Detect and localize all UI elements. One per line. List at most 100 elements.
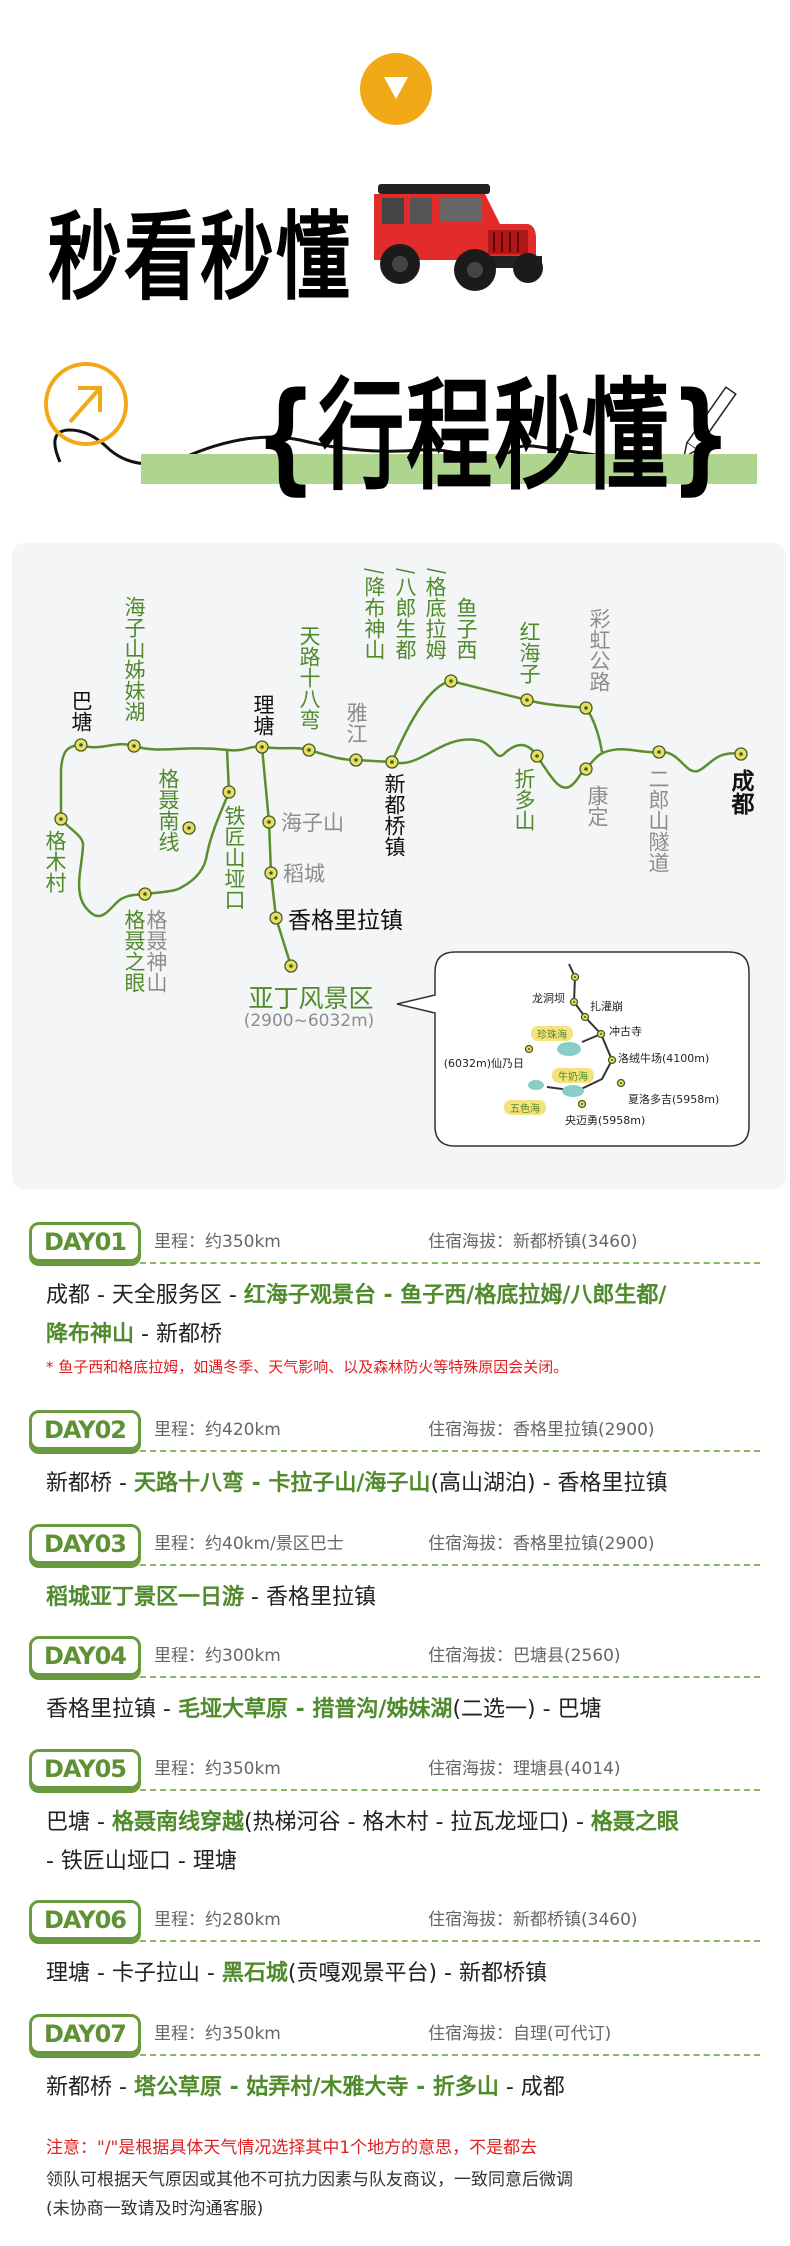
map-label: 亚丁风景区: [248, 984, 374, 1013]
lake-label: 牛奶海: [558, 1070, 588, 1083]
divider: [140, 1940, 760, 1942]
pen-icon: [682, 386, 737, 460]
day-accommodation: 住宿海拔：新都桥镇(3460): [428, 1232, 638, 1252]
inset-label: 龙洞坝: [532, 991, 565, 1005]
map-label: 海子山: [281, 811, 344, 835]
map-labels: 巴塘海子山姊妹湖理塘天路十八弯雅江降布神山八郎生都格底拉姆鱼子西红海子彩虹公路新…: [0, 540, 790, 1190]
day-distance: 里程：约420km: [154, 1420, 281, 1440]
map-label: 雅江: [344, 702, 368, 744]
map-label: 康定: [585, 785, 609, 827]
day-route: 稻城亚丁景区一日游 - 香格里拉镇: [46, 1578, 376, 1617]
route-highlight: 降布神山: [46, 1322, 135, 1347]
map-label: 降布神山: [362, 576, 386, 660]
day-badge: DAY01: [29, 1222, 141, 1262]
route-text: (高山湖泊) - 香格里拉镇: [430, 1471, 668, 1496]
title-highlight-bar: [141, 454, 757, 484]
map-label: 格底拉姆: [423, 576, 447, 660]
map-label: 鱼子西: [454, 597, 478, 660]
route-highlight: 黑石城: [221, 1961, 288, 1986]
route-text: (热梯河谷 - 格木村 - 拉瓦龙垭口) -: [243, 1810, 591, 1835]
route-stops: [54, 674, 748, 973]
divider: [140, 1262, 760, 1264]
map-label: (2900~6032m): [243, 1011, 375, 1031]
day-distance: 里程：约300km: [154, 1646, 281, 1666]
route-highlight: 塔公草原 - 姑弄村/木雅大寺 - 折多山: [133, 2075, 499, 2100]
scroll-down-icon: [360, 53, 432, 125]
route-highlight: 格聂南线穿越: [111, 1810, 244, 1835]
map-label: 红海子: [517, 621, 541, 684]
map-label: 成都: [727, 769, 753, 815]
route-highlight: 天路十八弯 - 卡拉子山/海子山: [133, 1471, 431, 1496]
route-lines: [59, 568, 742, 967]
jeep-icon: [374, 184, 543, 291]
lake-niunaihai: [562, 1085, 584, 1097]
route-text: 香格里拉镇 -: [46, 1697, 178, 1722]
divider: [140, 1564, 760, 1566]
divider: [140, 1789, 760, 1791]
day-distance: 里程：约40km/景区巴士: [154, 1534, 344, 1554]
route-highlight: 格聂之眼: [590, 1810, 679, 1835]
map-label: 理塘: [251, 694, 275, 736]
route-text: 新都桥 -: [46, 2075, 134, 2100]
map-label: 香格里拉镇: [288, 908, 403, 934]
day-badge: DAY05: [29, 1749, 141, 1789]
inset-label: 夏洛多吉(5958m): [628, 1092, 719, 1106]
day-accommodation: 住宿海拔：巴塘县(2560): [428, 1646, 621, 1666]
day-route: 降布神山 - 新都桥: [46, 1315, 222, 1354]
route-text: 理塘 - 卡子拉山 -: [46, 1961, 222, 1986]
day-route: 新都桥 - 塔公草原 - 姑弄村/木雅大寺 - 折多山 - 成都: [46, 2068, 565, 2107]
warning-note: 注意："/"是根据具体天气情况选择其中1个地方的意思，不是都去: [46, 2138, 538, 2158]
route-text: (二选一) - 巴塘: [452, 1697, 602, 1722]
arrow-up-right-icon: [44, 362, 128, 446]
route-text: 巴塘 -: [46, 1810, 112, 1835]
route-highlight: 稻城亚丁景区一日游: [46, 1585, 245, 1610]
day-route: 理塘 - 卡子拉山 - 黑石城(贡嘎观景平台) - 新都桥镇: [46, 1954, 547, 1993]
map-label: 巴塘: [69, 690, 93, 732]
map-label: 天路十八弯: [297, 625, 321, 730]
day-badge: DAY02: [29, 1410, 141, 1450]
map-label: 海子山姊妹湖: [122, 596, 146, 722]
route-highlight: 红海子观景台 - 鱼子西/格底拉姆/八郎生都/: [243, 1283, 667, 1308]
route-text: 新都桥 -: [46, 1471, 134, 1496]
inset-label: 冲古寺: [609, 1024, 642, 1038]
section-title: {行程秒懂}: [255, 367, 734, 508]
map-label: 格聂神山: [144, 909, 168, 993]
divider: [140, 1450, 760, 1452]
map-label: 八郎生都: [393, 576, 417, 660]
divider: [140, 1676, 760, 1678]
inset-label: (6032m)仙乃日: [444, 1057, 524, 1070]
main-route: [80, 738, 742, 789]
upper-branch: [390, 679, 604, 763]
day-route: 新都桥 - 天路十八弯 - 卡拉子山/海子山(高山湖泊) - 香格里拉镇: [46, 1464, 668, 1503]
yading-inset: 龙洞坝扎灌崩冲古寺(6032m)仙乃日洛绒牛场(4100m)夏洛多吉(5958m…: [396, 951, 750, 1147]
day-distance: 里程：约350km: [154, 1232, 281, 1252]
lake-label: 五色海: [510, 1102, 540, 1115]
route-text: - 成都: [498, 2075, 565, 2100]
day-accommodation: 住宿海拔：理塘县(4014): [428, 1759, 621, 1779]
route-text: - 香格里拉镇: [244, 1585, 376, 1610]
day-route: - 铁匠山垭口 - 理塘: [46, 1842, 237, 1881]
inset-label: 央迈勇(5958m): [565, 1114, 645, 1127]
footer-note-2: (未协商一致请及时沟通客服): [46, 2199, 264, 2219]
day-accommodation: 住宿海拔：自理(可代订): [428, 2024, 612, 2044]
map-label: 折多山: [512, 768, 536, 831]
day-accommodation: 住宿海拔：香格里拉镇(2900): [428, 1420, 655, 1440]
divider: [140, 2054, 760, 2056]
day-note: * 鱼子西和格底拉姆，如遇冬季、天气影响、以及森林防火等特殊原因会关闭。: [46, 1358, 569, 1376]
route-text: - 铁匠山垭口 - 理塘: [46, 1849, 237, 1874]
day-distance: 里程：约350km: [154, 2024, 281, 2044]
map-label: 二郎山隧道: [646, 768, 670, 873]
map-label: 铁匠山垭口: [222, 805, 246, 910]
day-route: 成都 - 天全服务区 - 红海子观景台 - 鱼子西/格底拉姆/八郎生都/: [46, 1276, 666, 1315]
day-distance: 里程：约280km: [154, 1910, 281, 1930]
day-badge: DAY04: [29, 1636, 141, 1676]
route-highlight: 毛垭大草原 - 措普沟/姊妹湖: [177, 1697, 453, 1722]
day-badge: DAY03: [29, 1524, 141, 1564]
lake-wusehai: [528, 1080, 544, 1090]
day-route: 香格里拉镇 - 毛垭大草原 - 措普沟/姊妹湖(二选一) - 巴塘: [46, 1690, 602, 1729]
footer-note-1: 领队可根据天气原因或其他不可抗力因素与队友商议，一致同意后微调: [46, 2170, 573, 2190]
day-accommodation: 住宿海拔：新都桥镇(3460): [428, 1910, 638, 1930]
day-distance: 里程：约350km: [154, 1759, 281, 1779]
inset-label: 洛绒牛场(4100m): [618, 1051, 709, 1065]
gezhe-loop: [59, 743, 231, 918]
